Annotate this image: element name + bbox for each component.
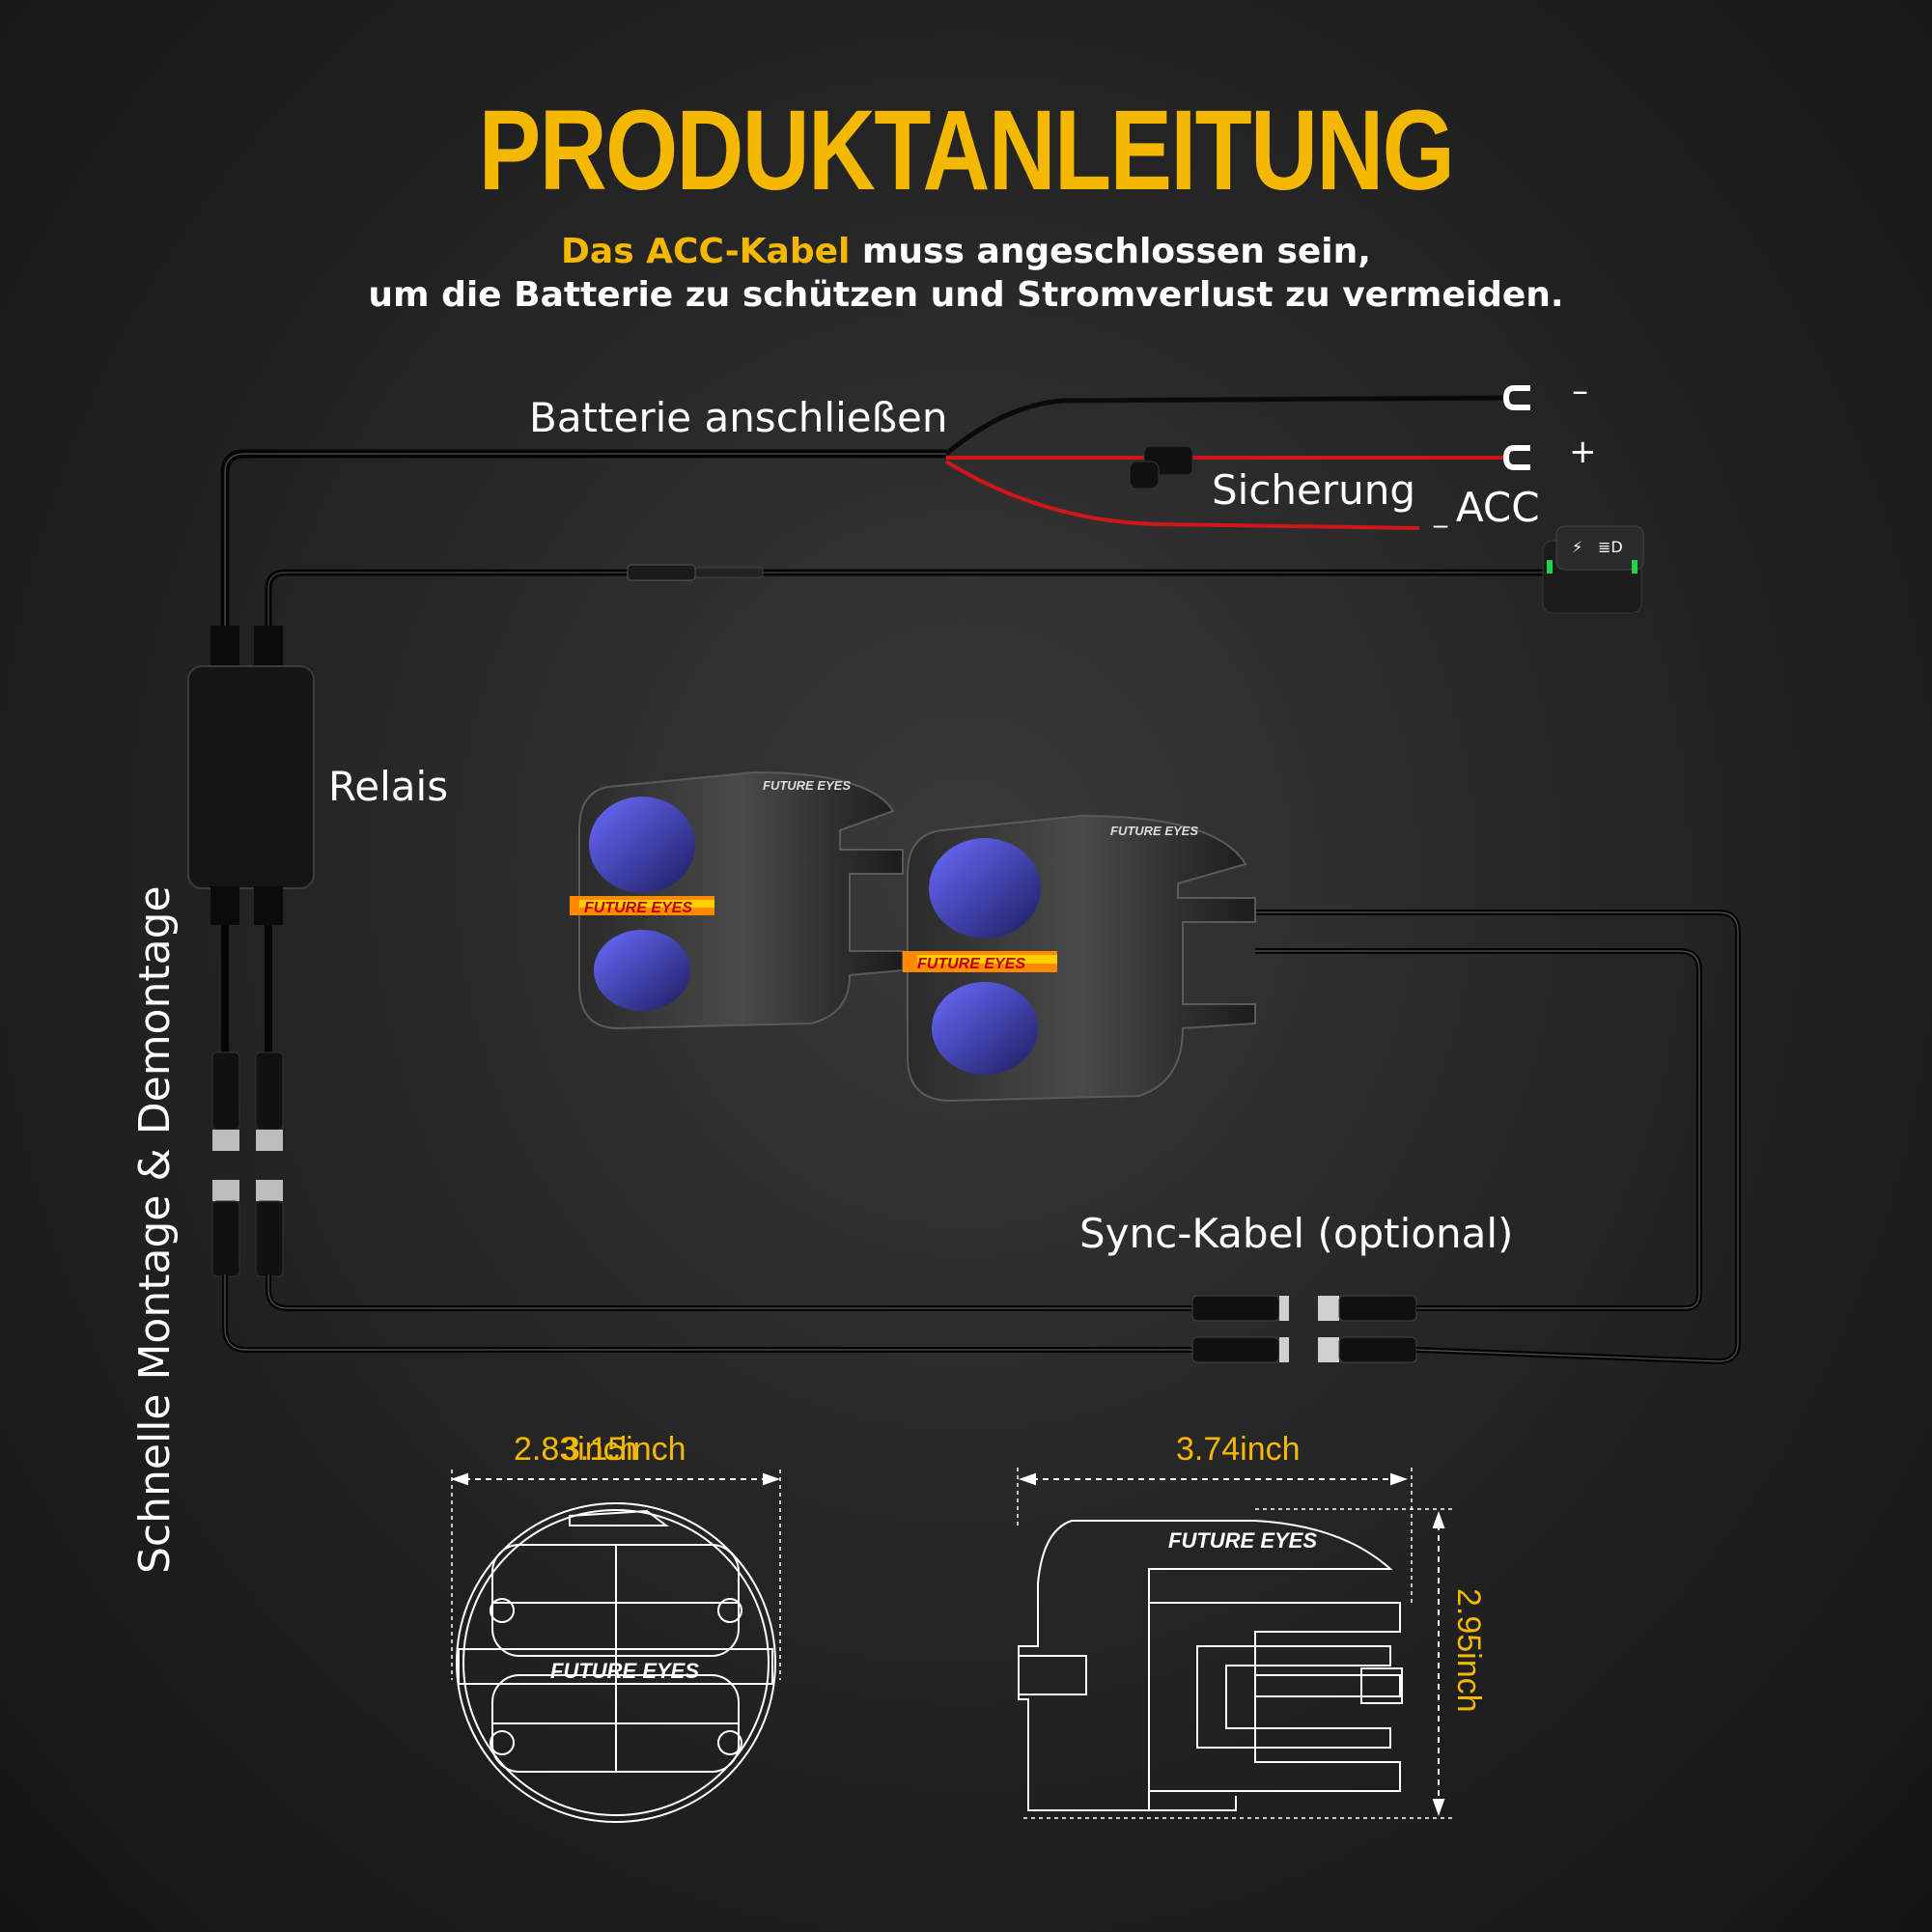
negative-terminal [1502, 385, 1530, 410]
brand-logo-light1: FUTURE EYES [584, 900, 692, 916]
side-width-label: 3.74inch [1176, 1431, 1301, 1468]
subtitle-line1-rest: muss angeschlossen sein, [850, 232, 1371, 271]
sync-connectors [1191, 1295, 1417, 1363]
subtitle-line2: um die Batterie zu schützen und Stromver… [368, 275, 1564, 315]
battery-label: Batterie anschließen [529, 394, 948, 441]
front-width-label: 2.83inch [514, 1431, 638, 1468]
relay-box [187, 626, 315, 925]
harness-wire-main [220, 449, 946, 666]
acc-label: _ ACC [1434, 484, 1540, 531]
plus-sign: + [1569, 433, 1597, 471]
brand-logo-light1-top: FUTURE EYES [763, 778, 851, 793]
acc-wire [944, 460, 1420, 530]
brand-logo-side: FUTURE EYES [1168, 1528, 1317, 1553]
inline-connector [627, 564, 696, 581]
minus-sign: – [1572, 372, 1588, 410]
sync-wire-inner [266, 1274, 1192, 1311]
switch-module: ⚡ ≣D [1542, 525, 1644, 614]
negative-wire [944, 395, 1507, 456]
side-outline-drawing [1017, 1468, 1453, 1819]
brand-logo-light2: FUTURE EYES [917, 956, 1025, 972]
front-width-label-overlap: 3.15inch [562, 1431, 686, 1468]
fuse-label: Sicherung [1212, 466, 1416, 514]
switch-wire [265, 569, 1545, 666]
quick-connector-upper [211, 1051, 284, 1151]
quick-mount-label: Schnelle Montage & Demontage [130, 885, 180, 1574]
relay-label: Relais [328, 763, 449, 810]
front-outline-drawing [451, 1470, 781, 1823]
quick-connector-lower [211, 1180, 284, 1277]
subtitle-line1: Das ACC-Kabel muss angeschlossen sein, [0, 232, 1932, 271]
fog-light-left: FUTURE EYES FUTURE EYES [570, 770, 904, 1030]
light-wire-upper [1255, 910, 1741, 1365]
page-title: PRODUKTANLEITUNG [478, 87, 1455, 214]
fog-light-right: FUTURE EYES FUTURE EYES [903, 814, 1256, 1103]
fuse-holder [1129, 445, 1193, 490]
positive-terminal [1502, 445, 1530, 470]
brand-logo-light2-top: FUTURE EYES [1110, 824, 1198, 838]
brand-logo-front: FUTURE EYES [550, 1659, 699, 1683]
acc-highlight: Das ACC-Kabel [561, 232, 851, 271]
sync-cable-label: Sync-Kabel (optional) [1079, 1210, 1514, 1257]
headlight-icon: ≣D [1598, 538, 1623, 556]
sync-wire-outer [222, 1274, 1192, 1353]
side-height-label: 2.95inch [1450, 1588, 1487, 1713]
bolt-icon: ⚡ [1572, 538, 1582, 556]
